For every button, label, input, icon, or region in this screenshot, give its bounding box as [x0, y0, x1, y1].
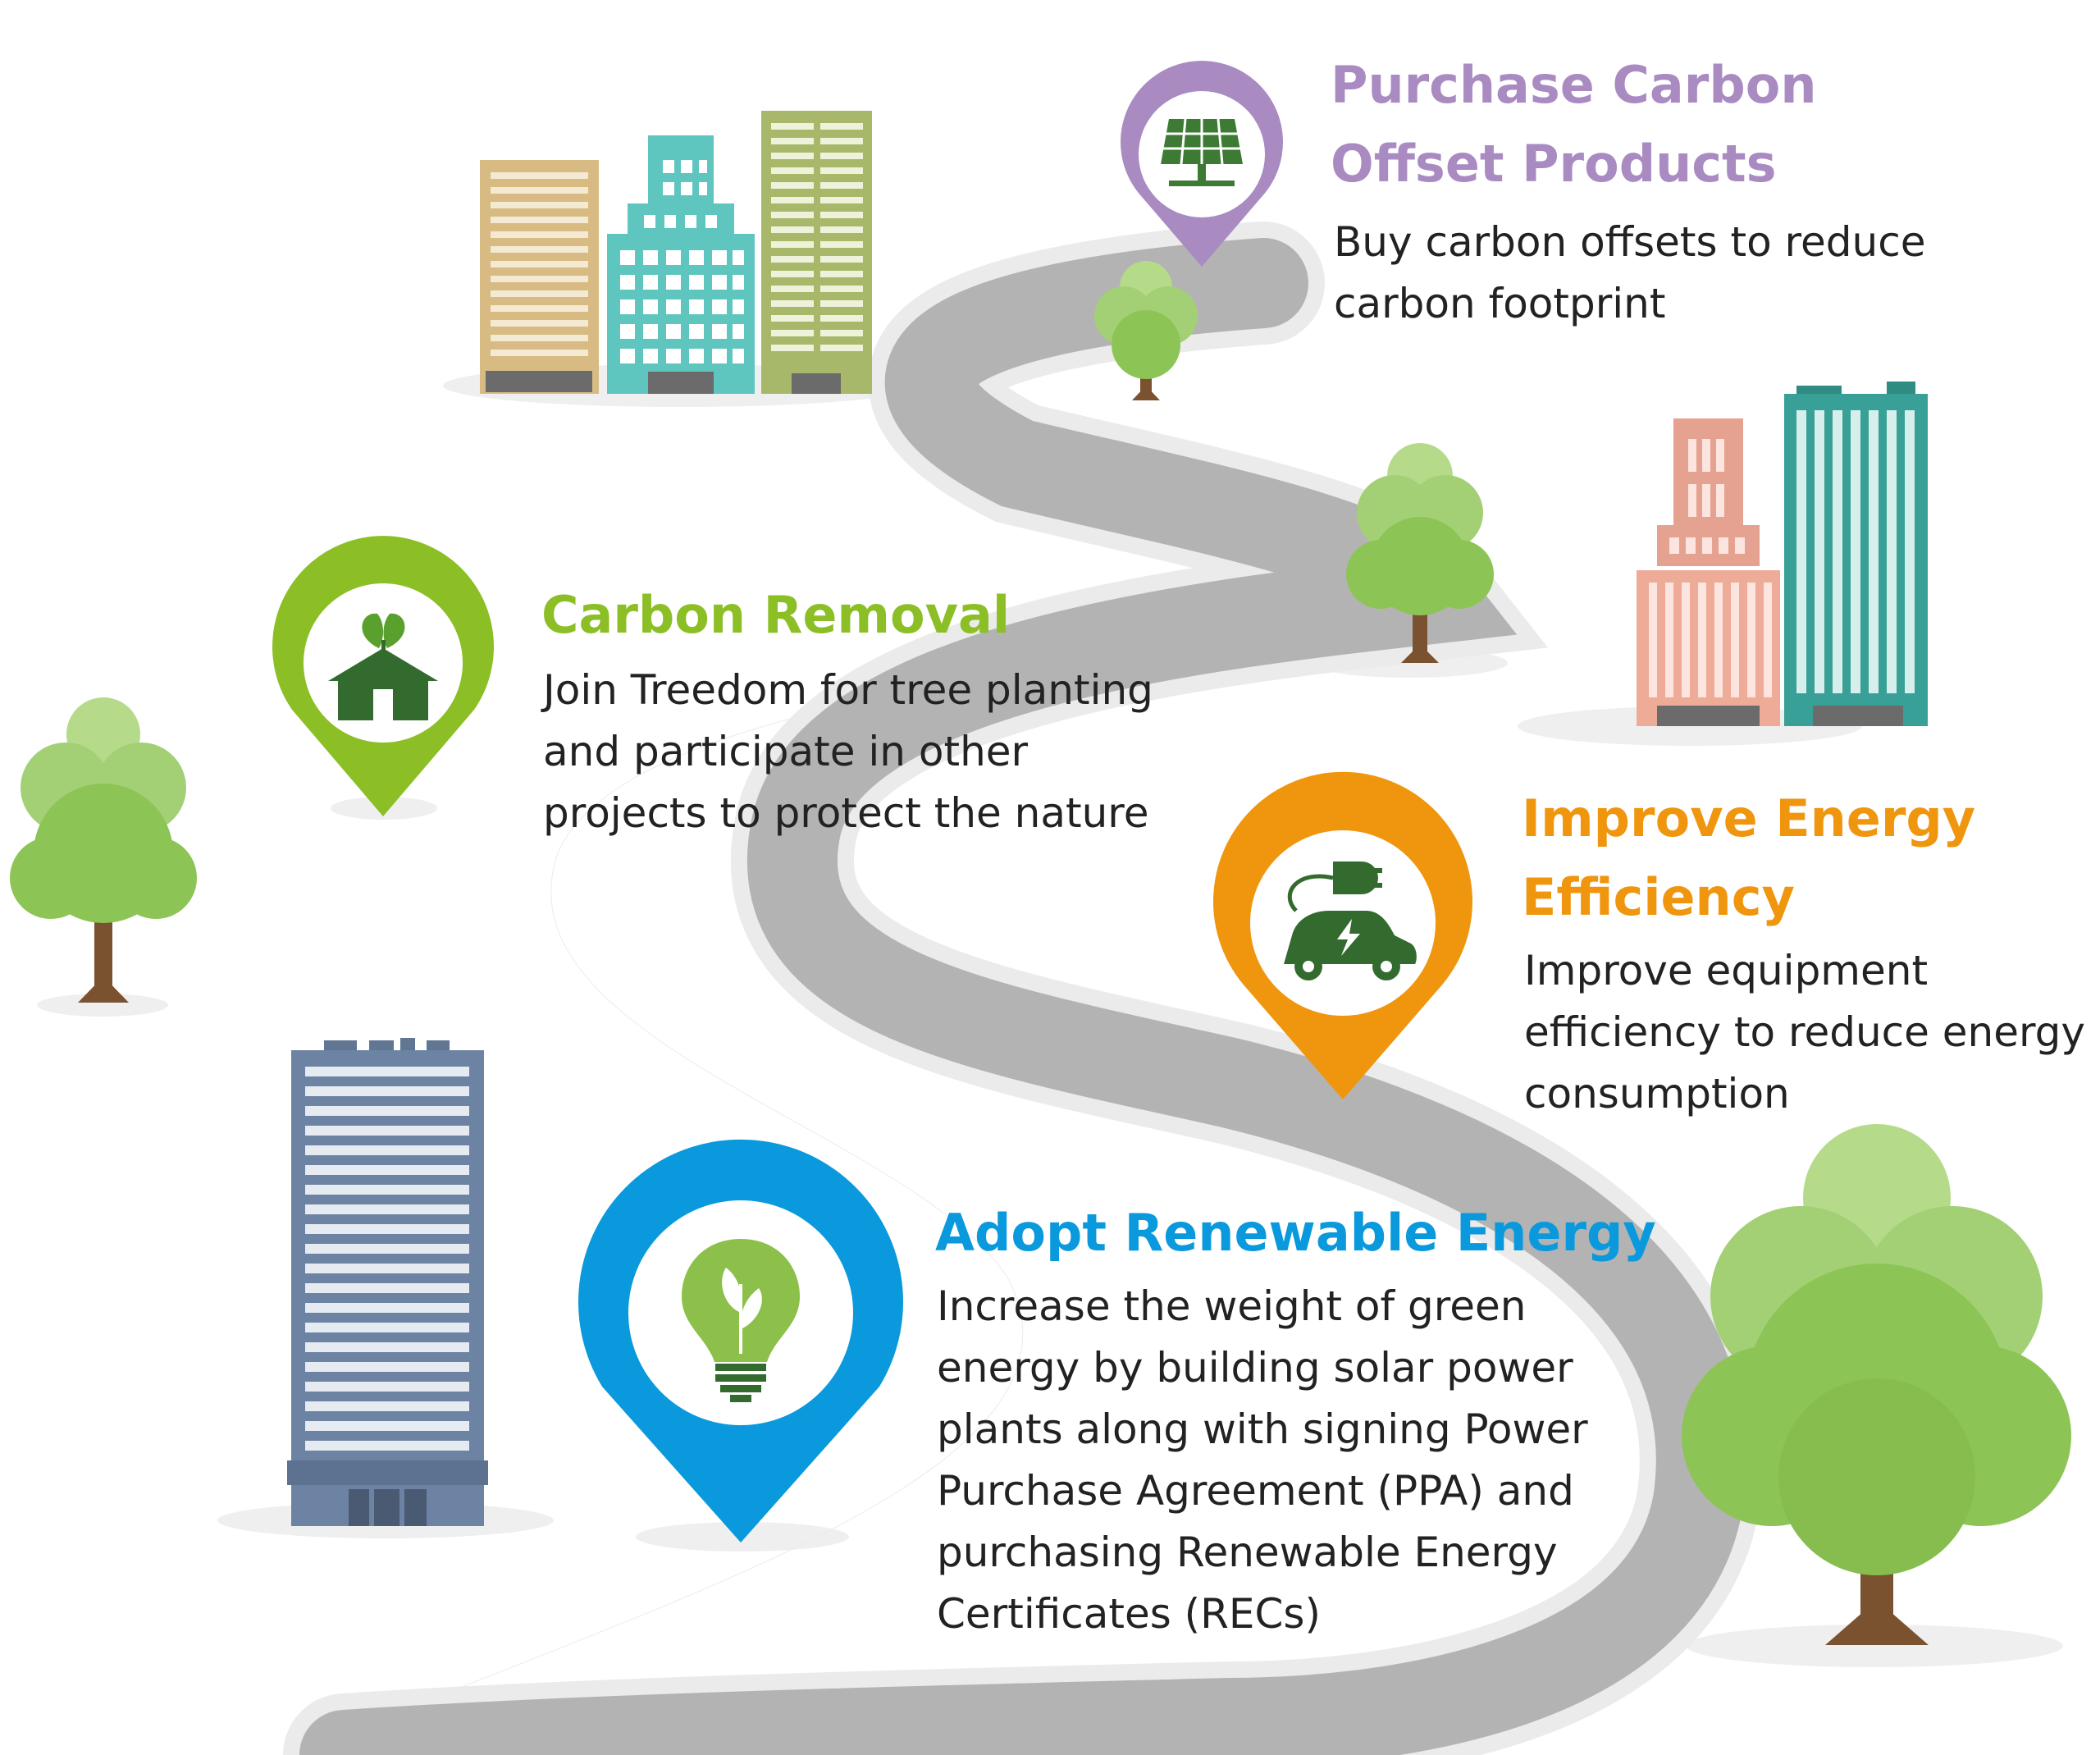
step-title-carbon-removal: Carbon Removal — [541, 585, 1011, 645]
step-title-purchase-carbon-offset: Purchase Carbon Offset Products — [1331, 55, 1817, 194]
eco-house-icon — [328, 613, 438, 720]
pin-adopt-renewable-energy — [578, 1139, 903, 1542]
building-tan — [480, 160, 599, 394]
green-lightbulb-icon — [682, 1239, 800, 1402]
building-teal — [607, 135, 755, 394]
step-description-purchase-carbon-offset: Buy carbon offsets to reduce carbon foot… — [1334, 218, 1926, 327]
pin-improve-energy-efficiency — [1213, 771, 1472, 1099]
pin-carbon-removal — [272, 536, 494, 816]
step-description-adopt-renewable-energy: Increase the weight of green energy by b… — [937, 1282, 1588, 1638]
step-description-carbon-removal: Join Treedom for tree planting and parti… — [543, 666, 1153, 837]
electric-car-icon — [1284, 862, 1417, 980]
tree-near-purple-pin — [1094, 261, 1198, 400]
road-surface — [299, 238, 1746, 1755]
solar-panel-icon — [1161, 118, 1243, 186]
step-title-adopt-renewable-energy: Adopt Renewable Energy — [935, 1203, 1656, 1263]
step-title-improve-energy-efficiency: Improve Energy Efficiency — [1522, 788, 1976, 927]
building-olive — [761, 111, 872, 394]
building-salmon — [1637, 418, 1780, 726]
tree-mid-right — [1346, 443, 1494, 663]
building-slate-tower — [287, 1038, 488, 1526]
tree-left — [10, 697, 197, 1003]
pin-purchase-carbon-offset — [1121, 61, 1283, 267]
building-dark-teal — [1784, 382, 1928, 726]
step-description-improve-energy-efficiency: Improve equipment efficiency to reduce e… — [1524, 947, 2086, 1117]
tree-large-bottom-right — [1682, 1124, 2071, 1645]
